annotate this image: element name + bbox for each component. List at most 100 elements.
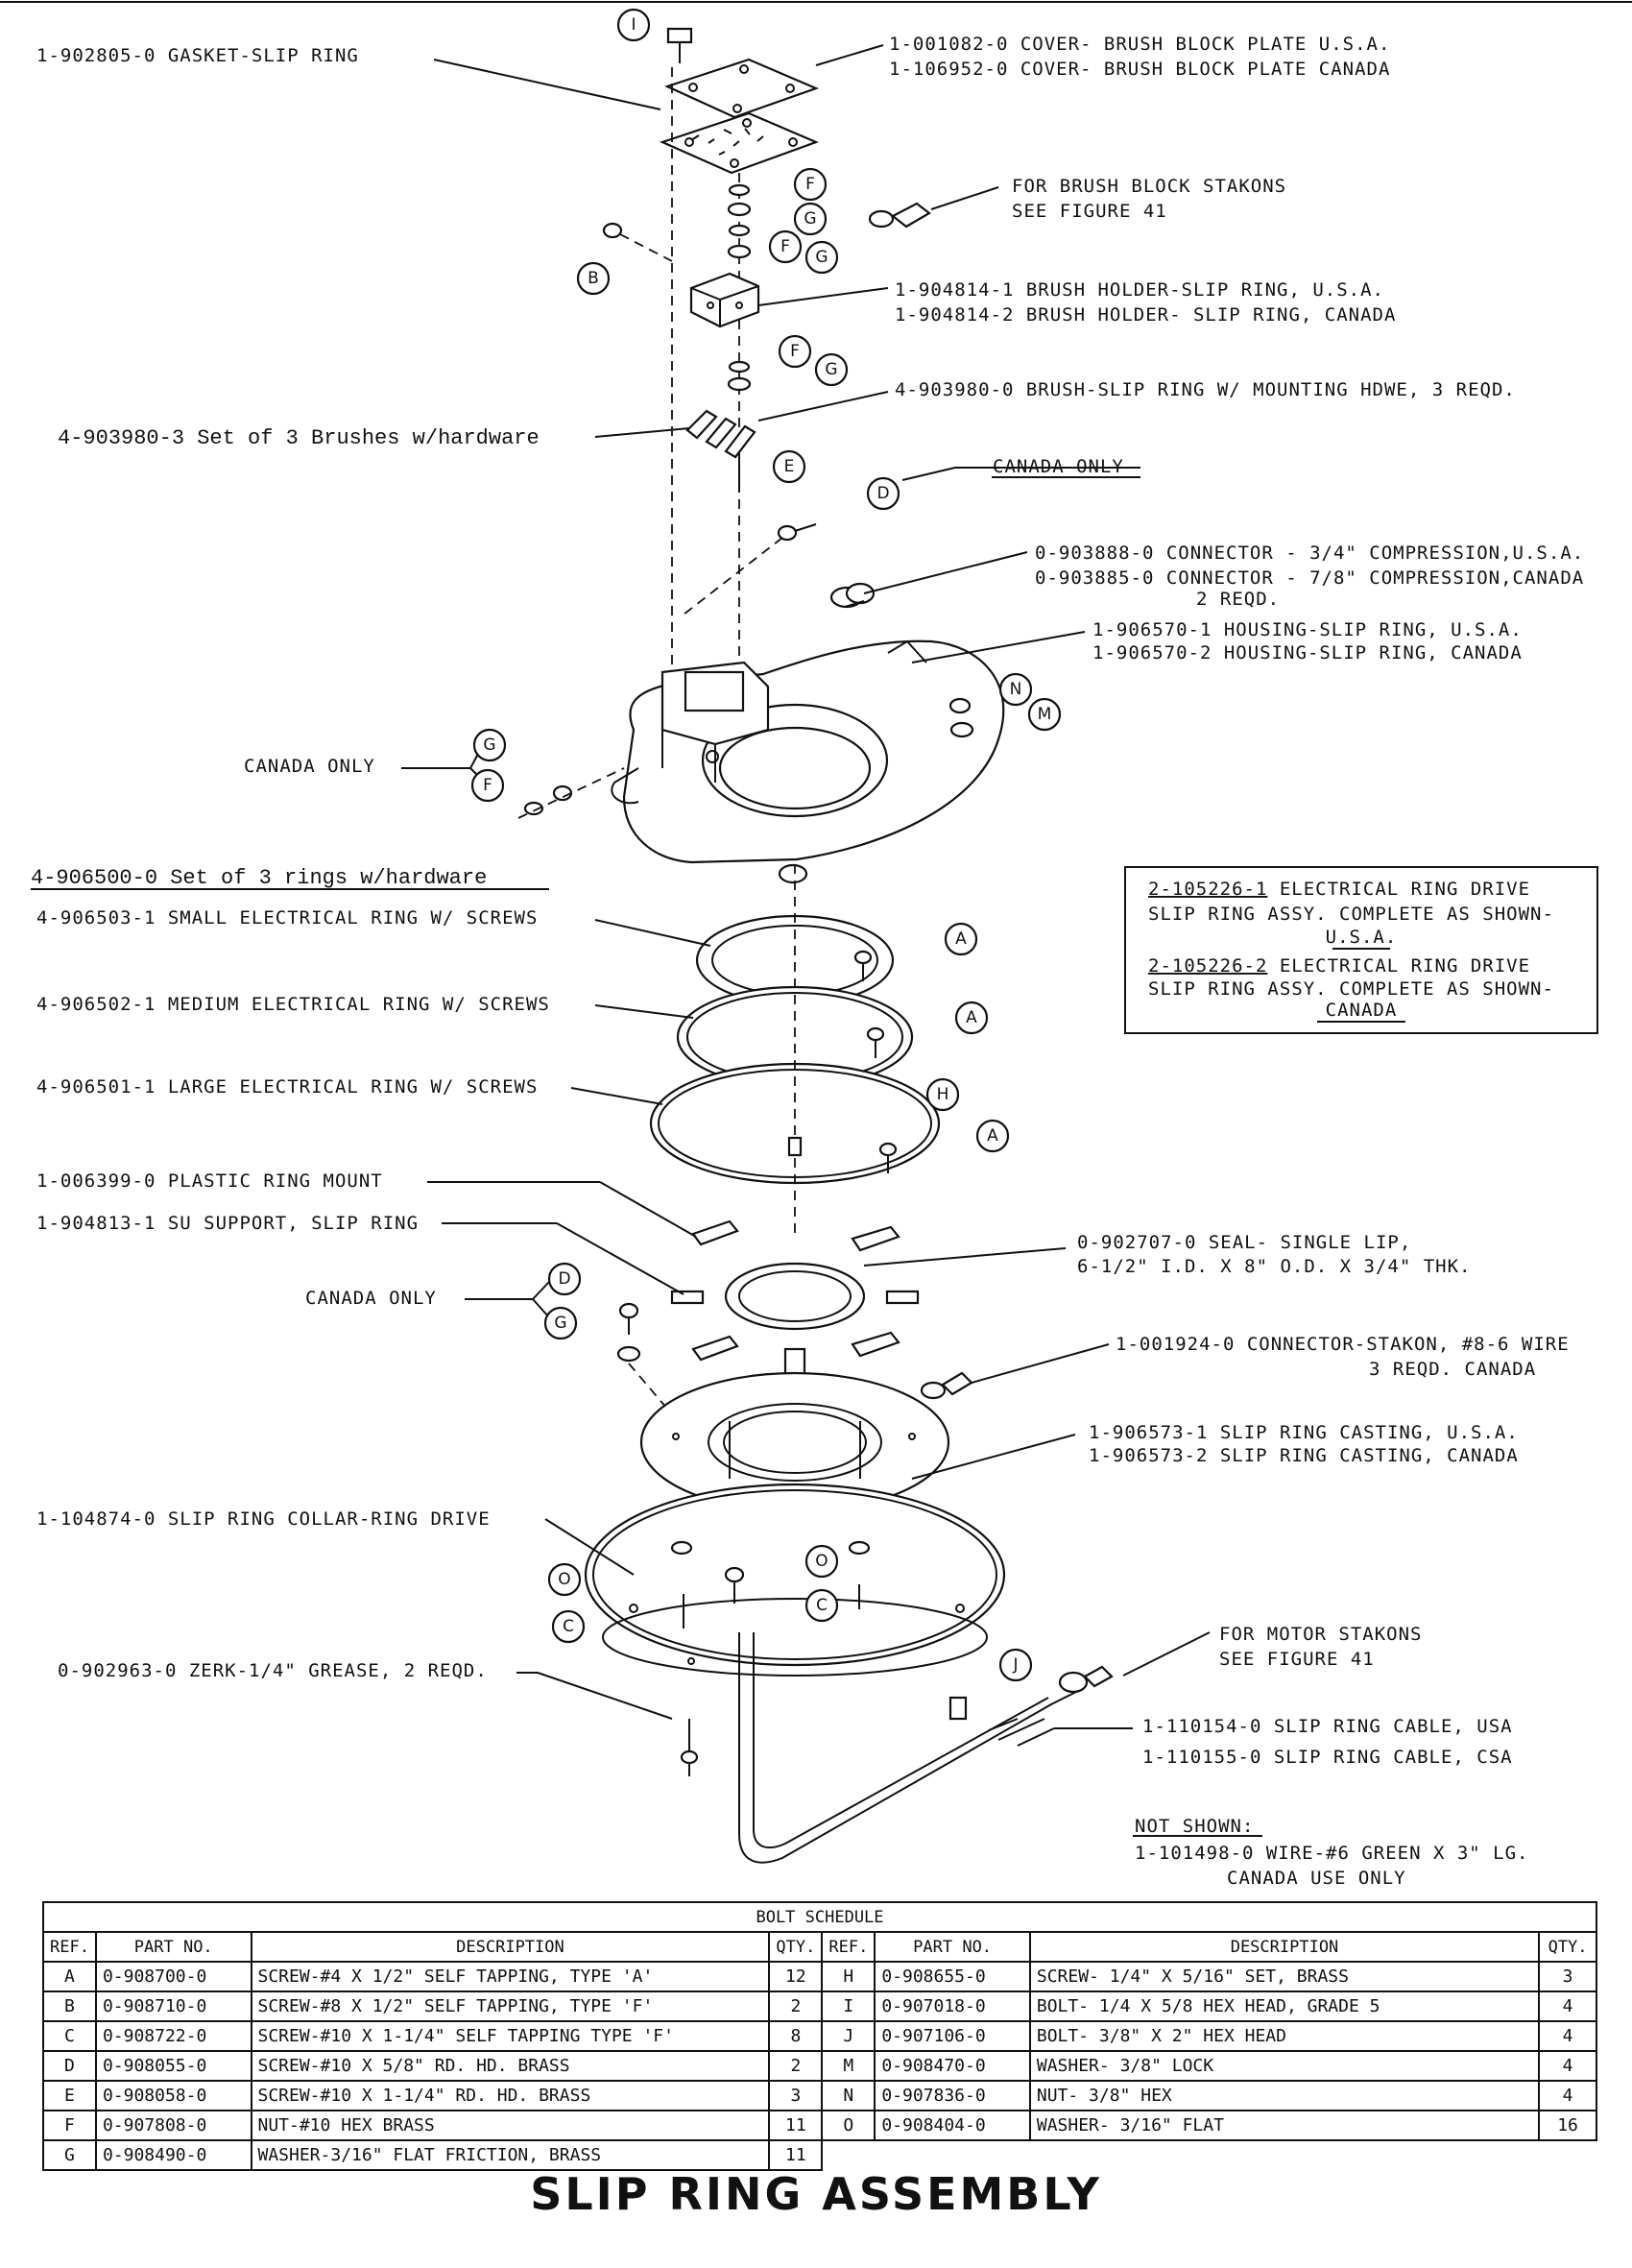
canada-hardware-left xyxy=(517,767,625,819)
ref-circle-c2: C xyxy=(804,1588,839,1623)
table-cell: 0-908722-0 xyxy=(94,2020,252,2052)
washer-g-canada xyxy=(616,1345,641,1363)
label-cover-canada: 1-106952-0 COVER- BRUSH BLOCK PLATE CANA… xyxy=(889,59,1390,80)
washer-stack-upper xyxy=(727,183,752,259)
table-cell: 0-907106-0 xyxy=(874,2020,1031,2052)
page-title: SLIP RING ASSEMBLY xyxy=(530,2168,1102,2220)
table-cell: A xyxy=(42,1961,97,1992)
label-motor-stakons-2: SEE FIGURE 41 xyxy=(1219,1649,1375,1670)
table-cell: SCREW- 1/4" X 5/16" SET, BRASS xyxy=(1028,1961,1541,1992)
table-cell: 2 xyxy=(768,2050,824,2082)
washer-o-right xyxy=(848,1540,871,1556)
header-qty-left: QTY. xyxy=(768,1931,824,1963)
svg-text:G: G xyxy=(815,248,828,267)
seal xyxy=(724,1262,866,1331)
table-cell: SCREW-#4 X 1/2" SELF TAPPING, TYPE 'A' xyxy=(250,1961,771,1992)
table-cell: J xyxy=(821,2020,876,2052)
ref-circle-g2: G xyxy=(804,240,839,275)
table-cell: SCREW-#10 X 1-1/4" SELF TAPPING TYPE 'F' xyxy=(250,2020,771,2052)
assembly-usa-line2: SLIP RING ASSY. COMPLETE AS SHOWN- xyxy=(1148,904,1554,925)
table-cell: I xyxy=(821,1991,876,2022)
label-ring-small: 4-906503-1 SMALL ELECTRICAL RING W/ SCRE… xyxy=(36,907,538,929)
nut-n xyxy=(948,697,972,714)
label-brush-stakons-1: FOR BRUSH BLOCK STAKONS xyxy=(1012,176,1286,197)
svg-text:G: G xyxy=(804,209,816,229)
label-casting-canada: 1-906573-2 SLIP RING CASTING, CANADA xyxy=(1089,1445,1519,1466)
svg-text:M: M xyxy=(1038,705,1052,724)
ref-circle-o2: O xyxy=(804,1544,839,1579)
label-motor-stakons-1: FOR MOTOR STAKONS xyxy=(1219,1624,1422,1645)
table-cell: G xyxy=(42,2139,97,2171)
ref-circle-a2: A xyxy=(954,1001,989,1035)
ref-circle-g4: G xyxy=(472,728,507,762)
washer-g-lower xyxy=(727,376,752,392)
ref-circle-d2: D xyxy=(547,1262,582,1296)
assembly-usa-line3: U.S.A. xyxy=(1326,927,1398,948)
svg-text:I: I xyxy=(631,15,636,35)
washer-o-left xyxy=(670,1540,693,1556)
table-cell: D xyxy=(42,2050,97,2082)
table-cell: 2 xyxy=(768,1991,824,2022)
label-brush: 4-903980-0 BRUSH-SLIP RING W/ MOUNTING H… xyxy=(895,379,1516,400)
label-gasket: 1-902805-0 GASKET-SLIP RING xyxy=(36,45,359,66)
ref-circle-a1: A xyxy=(944,922,978,956)
svg-text:G: G xyxy=(483,736,495,755)
washer-m xyxy=(949,721,974,738)
svg-text:J: J xyxy=(1012,1655,1018,1675)
label-not-shown-1: 1-101498-0 WIRE-#6 GREEN X 3" LG. xyxy=(1135,1843,1529,1864)
cover-plate xyxy=(663,58,820,119)
ref-circle-n: N xyxy=(998,672,1033,707)
label-canada-only-2: CANADA ONLY xyxy=(244,756,375,777)
svg-text:C: C xyxy=(563,1617,574,1636)
table-cell: WASHER-3/16" FLAT FRICTION, BRASS xyxy=(250,2139,771,2171)
table-cell: 0-908655-0 xyxy=(874,1961,1031,1992)
ref-circle-b: B xyxy=(576,261,611,296)
ref-circle-h: H xyxy=(925,1077,960,1112)
table-cell: E xyxy=(42,2080,97,2111)
table-cell: 0-908404-0 xyxy=(874,2110,1031,2141)
table-cell: 0-907018-0 xyxy=(874,1991,1031,2022)
bolt-schedule-table: BOLT SCHEDULE REF. PART NO. DESCRIPTION … xyxy=(42,1901,1597,2171)
table-cell: NUT-#10 HEX BRASS xyxy=(250,2110,771,2141)
table-cell: 4 xyxy=(1538,2080,1597,2111)
ref-circle-g5: G xyxy=(543,1306,578,1340)
svg-text:F: F xyxy=(805,175,815,194)
ref-circle-f2: F xyxy=(768,229,803,264)
table-cell: WASHER- 3/16" FLAT xyxy=(1028,2110,1541,2141)
slip-ring-housing xyxy=(611,639,1005,884)
label-ring-medium: 4-906502-1 MEDIUM ELECTRICAL RING W/ SCR… xyxy=(36,994,550,1015)
nut-f-lower xyxy=(728,360,751,374)
svg-text:A: A xyxy=(966,1008,977,1027)
screw-a-3 xyxy=(878,1142,898,1173)
table-cell: 16 xyxy=(1538,2110,1597,2141)
table-cell: 0-908490-0 xyxy=(94,2139,252,2171)
brush-block-stakon xyxy=(868,202,931,229)
label-connector-usa: 0-903888-0 CONNECTOR - 3/4" COMPRESSION,… xyxy=(1035,543,1584,564)
label-canada-only-3: CANADA ONLY xyxy=(305,1288,437,1309)
brush-set xyxy=(685,409,756,459)
ref-circle-a3: A xyxy=(975,1119,1010,1153)
bolt-schedule-title: BOLT SCHEDULE xyxy=(42,1901,1597,1933)
screw-a-2 xyxy=(866,1026,885,1058)
ref-circle-c1: C xyxy=(551,1609,586,1644)
label-casting-usa: 1-906573-1 SLIP RING CASTING, U.S.A. xyxy=(1089,1422,1519,1443)
label-zerk: 0-902963-0 ZERK-1/4" GREASE, 2 REQD. xyxy=(58,1660,488,1681)
svg-text:F: F xyxy=(483,776,492,795)
assembly-can-line2: SLIP RING ASSY. COMPLETE AS SHOWN- xyxy=(1148,978,1554,1000)
dash-d-upper xyxy=(683,537,783,615)
label-seal-2: 6-1/2" I.D. X 8" O.D. X 3/4" THK. xyxy=(1077,1256,1472,1277)
table-cell: 0-908470-0 xyxy=(874,2050,1031,2082)
screw-d-upper xyxy=(777,523,817,542)
svg-text:H: H xyxy=(937,1085,949,1104)
label-brush-stakons-2: SEE FIGURE 41 xyxy=(1012,201,1167,222)
gasket xyxy=(659,111,819,175)
table-cell: F xyxy=(42,2110,97,2141)
label-not-shown-2: CANADA USE ONLY xyxy=(1227,1868,1406,1889)
label-cable-usa: 1-110154-0 SLIP RING CABLE, USA xyxy=(1142,1716,1513,1737)
ref-circle-g3: G xyxy=(814,352,849,387)
svg-text:G: G xyxy=(554,1314,566,1333)
table-cell: 4 xyxy=(1538,2020,1597,2052)
svg-text:F: F xyxy=(780,237,790,256)
